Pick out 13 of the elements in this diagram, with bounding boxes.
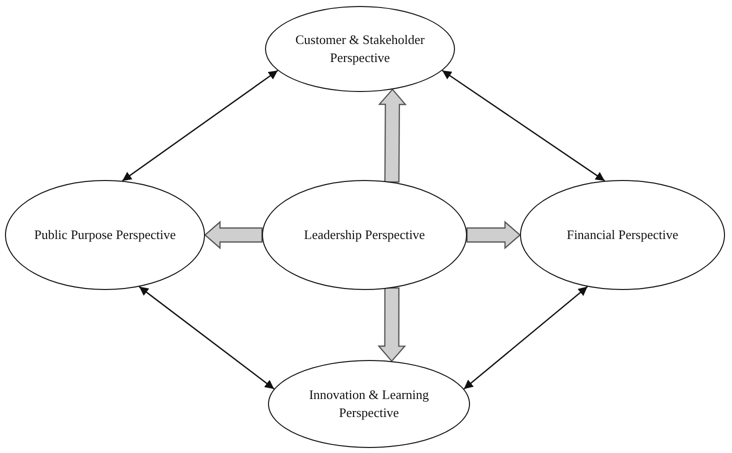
block-arrow	[466, 220, 521, 250]
node-label: Financial Perspective	[566, 226, 678, 244]
double-arrow	[442, 70, 606, 182]
block-arrow	[204, 220, 263, 250]
node-label: Leadership Perspective	[304, 226, 425, 244]
node-label: Public Purpose Perspective	[34, 226, 176, 244]
node-label: Innovation & Learning Perspective	[308, 386, 430, 422]
double-arrow	[122, 70, 278, 182]
block-arrow	[378, 88, 407, 183]
double-arrow	[138, 286, 274, 390]
block-arrow	[378, 287, 406, 362]
double-arrow	[464, 286, 588, 390]
node-label: Customer & Stakeholder Perspective	[294, 31, 426, 67]
